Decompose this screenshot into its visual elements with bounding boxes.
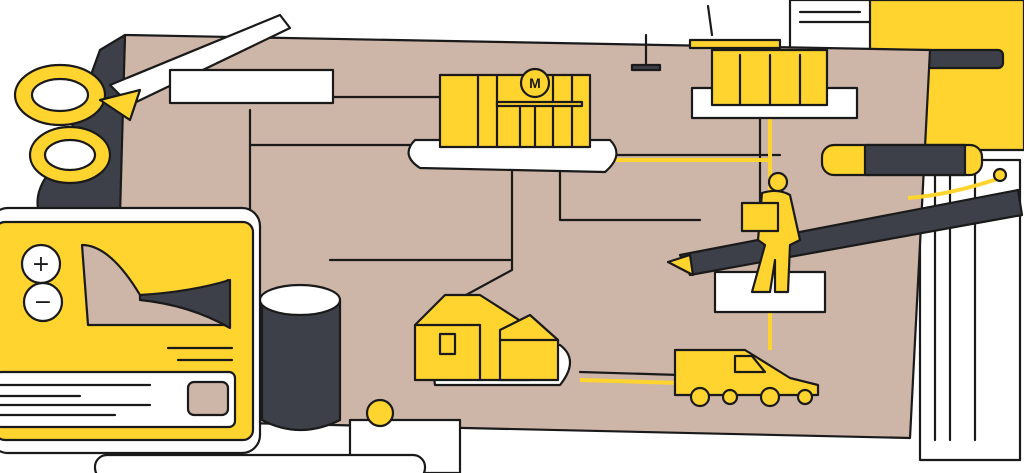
courier-person [713,171,827,314]
store-building: M [407,67,618,174]
warehouse-building [688,4,859,120]
zoom-out-button[interactable] [22,281,64,323]
zoom-out-label: − [34,290,52,315]
delivery-van [673,348,820,408]
scissors-icon [13,13,292,185]
store-logo [519,67,551,99]
label-card [168,68,335,105]
tablet-device: + − [0,206,262,455]
logo-letter: M [529,75,541,91]
house-building [413,293,572,387]
zoom-in-label: + [32,252,50,277]
